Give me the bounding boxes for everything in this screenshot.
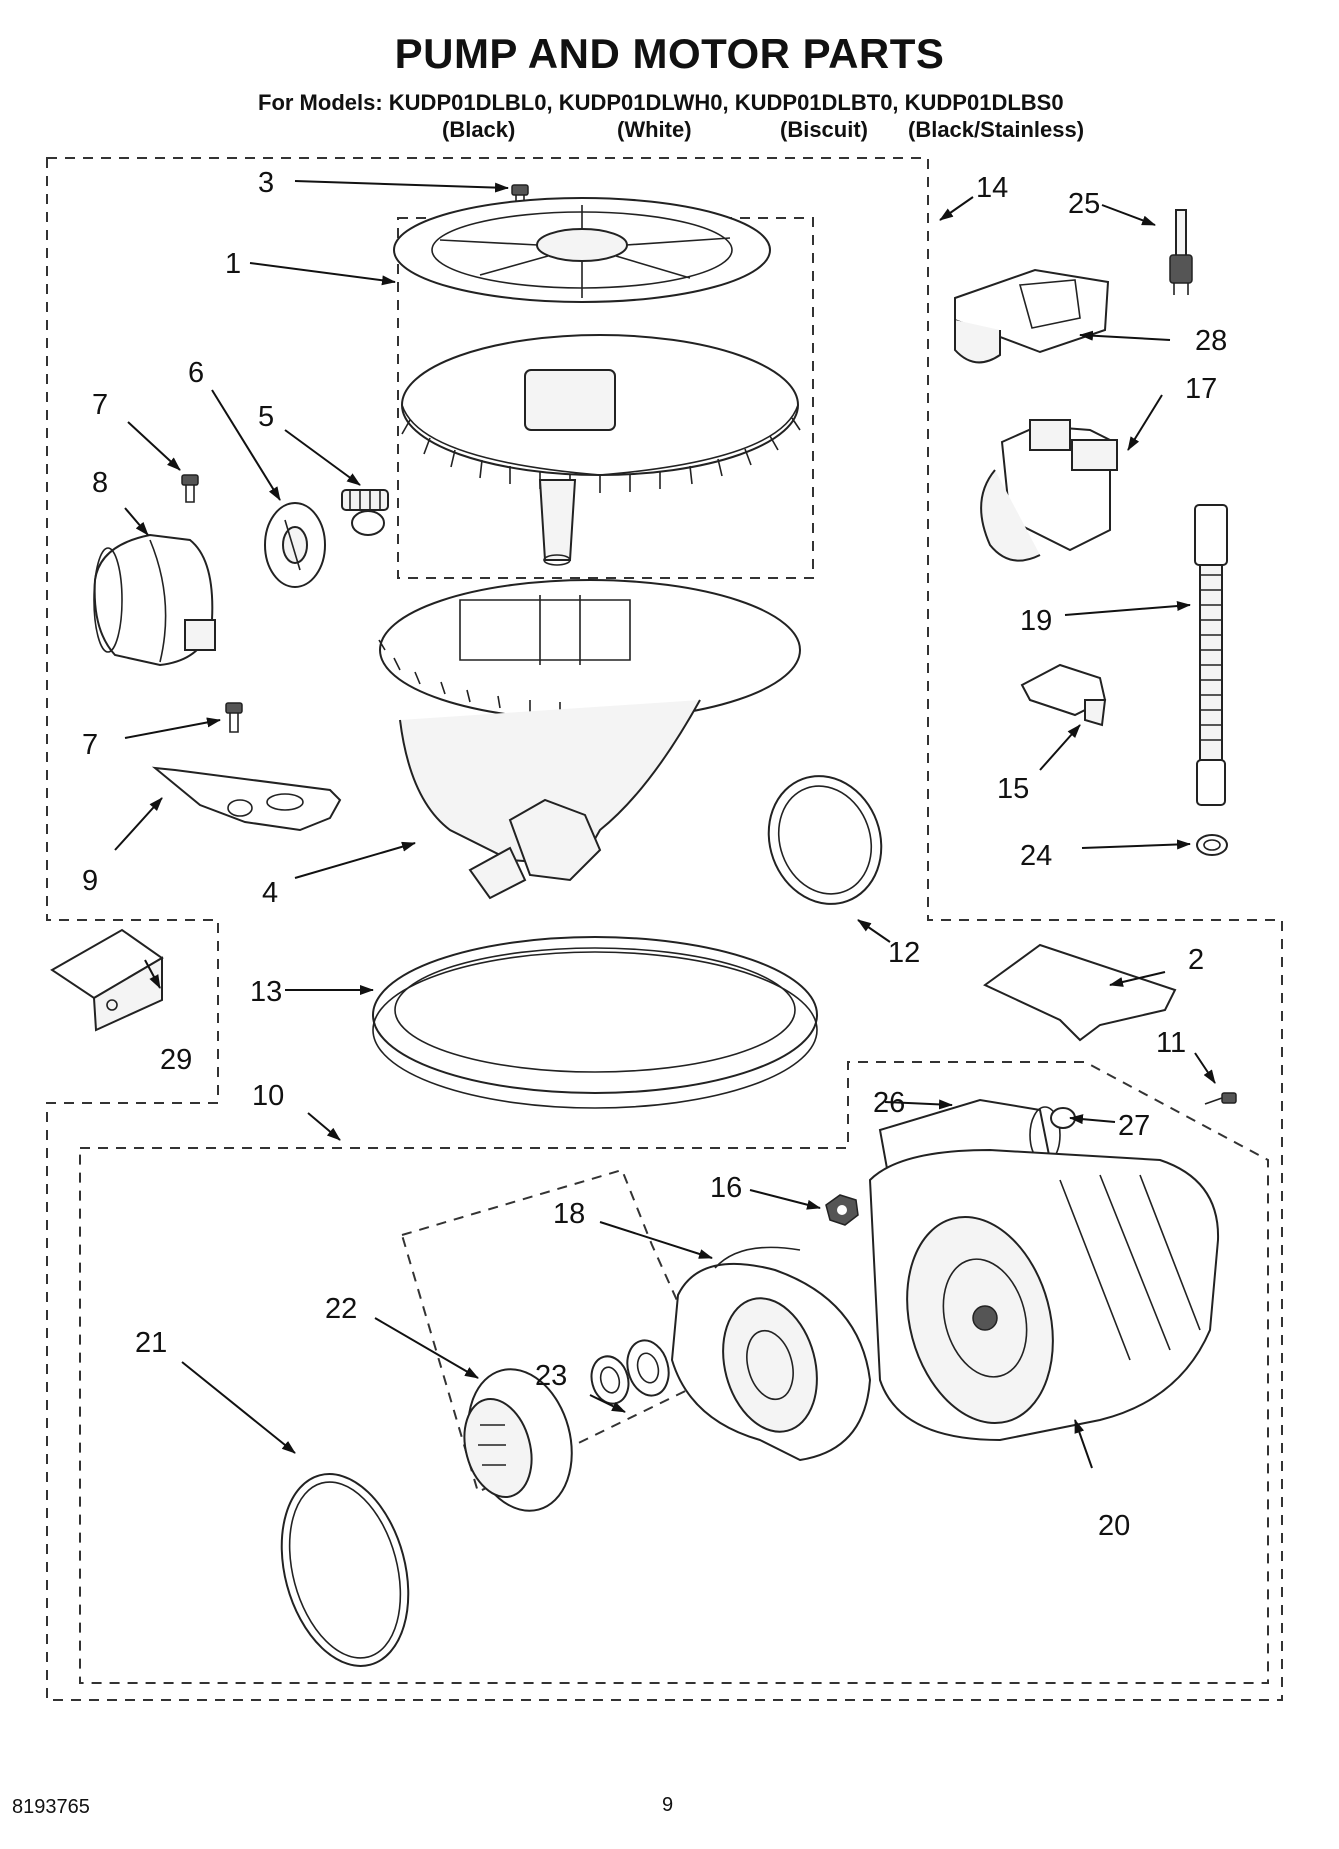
variant-black: (Black) xyxy=(442,117,516,142)
part-23-seal xyxy=(590,1339,670,1405)
callout-11: 11 xyxy=(1156,1027,1186,1059)
callout-29: 29 xyxy=(160,1044,192,1076)
part-25-sensor xyxy=(1169,209,1193,295)
part-18-pump-housing xyxy=(670,1246,872,1462)
callout-12: 12 xyxy=(888,937,920,969)
part-20-motor xyxy=(868,1148,1220,1442)
callout-1: 1 xyxy=(225,248,241,280)
callout-19: 19 xyxy=(1020,605,1052,637)
callout-23: 23 xyxy=(535,1360,567,1392)
part-1-spray-arm-base xyxy=(401,334,801,566)
part-22-impeller xyxy=(463,1368,573,1512)
part-12-ring xyxy=(767,775,883,905)
callout-8: 8 xyxy=(92,467,108,499)
callout-3: 3 xyxy=(258,167,274,199)
callout-7-upper: 7 xyxy=(92,389,108,421)
callout-21: 21 xyxy=(135,1327,167,1359)
callout-2: 2 xyxy=(1188,944,1204,976)
models-line: For Models: KUDP01DLBL0, KUDP01DLWH0, KU… xyxy=(258,90,1064,115)
callout-14: 14 xyxy=(976,172,1008,204)
callout-7-lower: 7 xyxy=(82,729,98,761)
part-29-bracket xyxy=(50,928,164,1032)
part-11-screw xyxy=(1204,1092,1237,1105)
part-8-diverter-motor xyxy=(93,533,216,667)
part-7-screw-lower xyxy=(225,702,243,733)
part-21-o-ring xyxy=(280,1473,410,1667)
callout-20: 20 xyxy=(1098,1510,1130,1542)
part-24-clamp xyxy=(1196,834,1228,856)
part-28-cover xyxy=(954,268,1110,364)
part-17-housing xyxy=(980,419,1118,562)
callout-4: 4 xyxy=(262,877,278,909)
pump-motor-box xyxy=(79,1061,1269,1684)
callout-26: 26 xyxy=(873,1087,905,1119)
part-19-hose xyxy=(1194,504,1228,806)
callout-28: 28 xyxy=(1195,325,1227,357)
callout-22: 22 xyxy=(325,1293,357,1325)
callout-24: 24 xyxy=(1020,840,1052,872)
part-6-disc xyxy=(264,502,326,588)
page-number: 9 xyxy=(662,1794,674,1816)
callout-10: 10 xyxy=(252,1080,284,1112)
callout-5: 5 xyxy=(258,401,274,433)
part-4-sump xyxy=(378,579,801,900)
callout-17: 17 xyxy=(1185,373,1217,405)
part-15-clip xyxy=(1020,663,1107,727)
callout-9: 9 xyxy=(82,865,98,897)
callout-25: 25 xyxy=(1068,188,1100,220)
document-number: 8193765 xyxy=(12,1796,90,1818)
callout-6: 6 xyxy=(188,357,204,389)
part-5-seal xyxy=(341,489,389,536)
callout-18: 18 xyxy=(553,1198,585,1230)
variant-black-stainless: (Black/Stainless) xyxy=(908,117,1085,142)
variant-biscuit: (Biscuit) xyxy=(780,117,868,142)
callout-16: 16 xyxy=(710,1172,742,1204)
part-16-nut xyxy=(825,1194,859,1226)
callout-numbers: 3 1 7 6 5 8 7 9 4 12 13 29 10 2 11 14 25… xyxy=(82,167,1227,1542)
page-title: PUMP AND MOTOR PARTS xyxy=(394,30,945,77)
variant-white: (White) xyxy=(617,117,692,142)
callout-13: 13 xyxy=(250,976,282,1008)
callout-27: 27 xyxy=(1118,1110,1150,1142)
callout-15: 15 xyxy=(997,773,1029,805)
part-9-bracket xyxy=(151,766,342,832)
part-13-gasket xyxy=(372,936,818,1109)
leader-lines xyxy=(114,180,1216,1469)
part-2-shield xyxy=(983,943,1177,1042)
part-1-spray-arm-cover xyxy=(393,197,771,303)
part-7-screw-upper xyxy=(181,474,199,503)
upper-assembly-box xyxy=(46,157,1283,1701)
